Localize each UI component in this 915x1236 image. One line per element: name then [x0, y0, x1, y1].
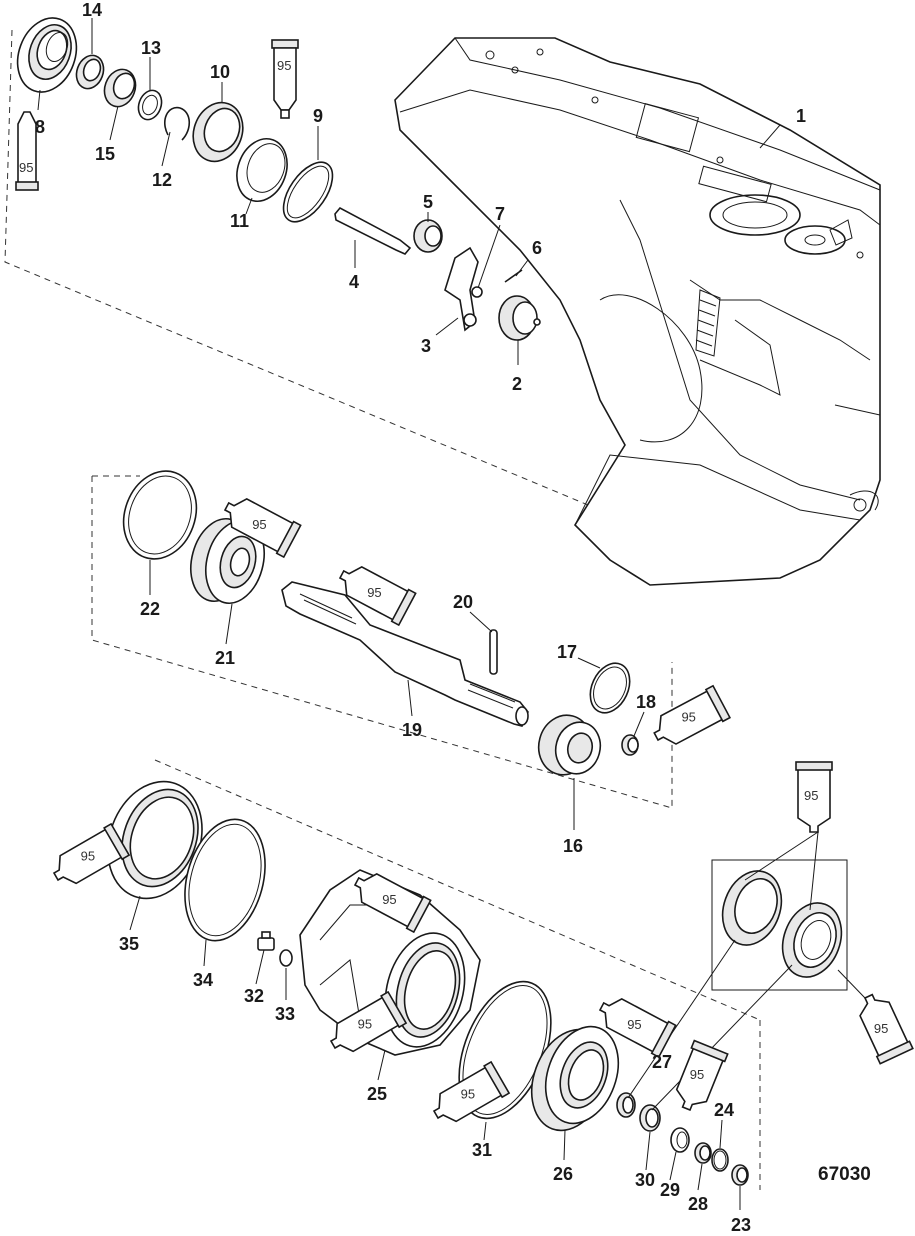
- svg-text:95: 95: [367, 585, 381, 600]
- callout-21: 21: [215, 648, 235, 668]
- part-7-pin: [471, 286, 483, 298]
- callout-4: 4: [349, 272, 359, 292]
- svg-text:95: 95: [690, 1067, 704, 1082]
- svg-text:95: 95: [874, 1021, 888, 1036]
- callout-30: 30: [635, 1170, 655, 1190]
- callout-16: 16: [563, 836, 583, 856]
- part-26-bearing: [530, 1025, 620, 1132]
- svg-text:95: 95: [358, 1017, 372, 1032]
- part-22-o-ring: [122, 470, 198, 560]
- part-33-washer: [279, 949, 293, 967]
- sealant-tube: 95: [271, 39, 299, 119]
- figure-id: 67030: [818, 1164, 871, 1185]
- sealant-tube: 95: [598, 998, 677, 1059]
- svg-text:95: 95: [804, 788, 818, 803]
- part-35-bearing-race: [107, 780, 203, 900]
- part-20-cross-pin: [489, 629, 498, 675]
- callout-7: 7: [495, 204, 505, 224]
- sealant-tube: 95: [795, 761, 833, 833]
- callout-24: 24: [714, 1100, 734, 1120]
- part-4-shift-shaft: [334, 206, 412, 255]
- part-32-fitting: [257, 931, 275, 951]
- callout-20: 20: [453, 592, 473, 612]
- part-15-bearing: [103, 68, 137, 108]
- callout-5: 5: [423, 192, 433, 212]
- gearcase-housing: [394, 37, 881, 586]
- callout-22: 22: [140, 599, 160, 619]
- seal-detail-inset: [627, 831, 866, 1111]
- callout-27: 27: [652, 1052, 672, 1072]
- callout-18: 18: [636, 692, 656, 712]
- svg-text:95: 95: [681, 710, 695, 725]
- part-3-shift-cam: [444, 246, 479, 332]
- callout-17: 17: [557, 642, 577, 662]
- part-28-washer: [694, 1142, 712, 1164]
- part-5-bushing: [413, 219, 443, 253]
- callout-9: 9: [313, 106, 323, 126]
- part-8-oil-seal: [16, 17, 78, 93]
- callout-34: 34: [193, 970, 213, 990]
- callout-3: 3: [421, 336, 431, 356]
- callout-25: 25: [367, 1084, 387, 1104]
- callout-8: 8: [35, 117, 45, 137]
- part-10-bearing-cup: [192, 101, 244, 163]
- svg-text:95: 95: [19, 160, 33, 175]
- sealant-tube: 95: [432, 1060, 511, 1123]
- part-17-retaining-spring: [589, 662, 631, 714]
- svg-text:95: 95: [382, 892, 396, 907]
- sealant-tube: 95: [223, 498, 302, 559]
- callout-35: 35: [119, 934, 139, 954]
- callout-26: 26: [553, 1164, 573, 1184]
- sealant-tube: 95: [338, 566, 417, 627]
- sealant-tube: 95: [52, 822, 131, 885]
- part-23-nut: [731, 1164, 749, 1186]
- part-30-seal: [639, 1104, 661, 1132]
- callout-labels: 1 2 3 4 5 6 7 8 9 10 11 12 13 14 15 16 1…: [35, 0, 871, 1235]
- callout-23: 23: [731, 1215, 751, 1235]
- callout-6: 6: [532, 238, 542, 258]
- callout-15: 15: [95, 144, 115, 164]
- callout-28: 28: [688, 1194, 708, 1214]
- part-12-retaining-ring: [164, 106, 191, 141]
- callout-2: 2: [512, 374, 522, 394]
- part-34-tab-washer: [184, 818, 266, 942]
- part-13-washer: [137, 89, 163, 121]
- callout-29: 29: [660, 1180, 680, 1200]
- sealant-tube: 95: [353, 873, 432, 934]
- part-16-clutch: [537, 714, 602, 776]
- callout-31: 31: [472, 1140, 492, 1160]
- part-9-o-ring: [282, 161, 334, 223]
- sealant-tube: 95: [859, 993, 914, 1065]
- callout-12: 12: [152, 170, 172, 190]
- part-25-gear-housing-carrier: [299, 869, 481, 1056]
- sealant-tube: 95: [15, 111, 39, 191]
- svg-text:95: 95: [252, 517, 266, 532]
- callout-19: 19: [402, 720, 422, 740]
- svg-text:95: 95: [277, 58, 291, 73]
- part-14-bearing-race: [75, 54, 105, 90]
- svg-text:95: 95: [627, 1017, 641, 1032]
- callout-32: 32: [244, 986, 264, 1006]
- part-27-seal: [616, 1092, 636, 1118]
- leader-lines: [37, 18, 781, 1210]
- callout-33: 33: [275, 1004, 295, 1024]
- sealant-tube: 95: [675, 1039, 729, 1112]
- callout-1: 1: [796, 106, 806, 126]
- svg-text:95: 95: [81, 849, 95, 864]
- callout-13: 13: [141, 38, 161, 58]
- callout-10: 10: [210, 62, 230, 82]
- part-19-propeller-shaft: [281, 581, 529, 727]
- part-18-nut: [621, 734, 639, 756]
- callout-11: 11: [230, 211, 249, 231]
- sealant-tube: 95: [653, 684, 731, 745]
- part-24-o-ring: [711, 1148, 729, 1172]
- part-2-shift-coupler: [498, 295, 541, 341]
- callout-14: 14: [82, 0, 102, 20]
- part-29-sleeve: [670, 1127, 690, 1153]
- part-21-bearing-carrier: [190, 517, 265, 605]
- sealant-tube: 95: [329, 990, 408, 1053]
- svg-text:95: 95: [461, 1087, 475, 1102]
